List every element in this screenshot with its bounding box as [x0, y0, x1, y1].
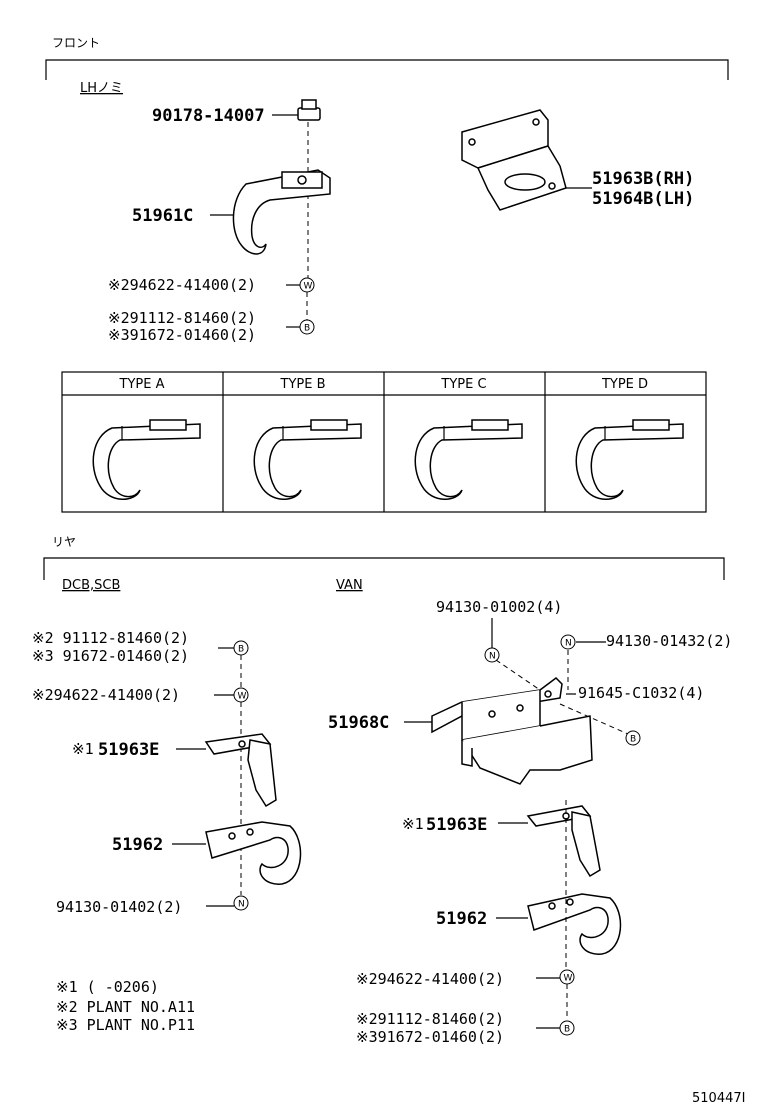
- front-bracket-lh-label[interactable]: 51964B(LH): [592, 189, 694, 209]
- van-nut2-label[interactable]: 94130-01432(2): [606, 632, 732, 650]
- van-bracket-main-label[interactable]: 51968C: [328, 713, 389, 733]
- van-bolt-label[interactable]: 91645-C1032(4): [578, 684, 704, 702]
- dcb-bolt-line2[interactable]: ※3 91672-01460(2): [32, 647, 189, 665]
- front-bolt1-line1[interactable]: ※291112-81460(2): [108, 309, 256, 327]
- dcb-washer-sym: W: [238, 692, 247, 702]
- dcb-bracket-icon: [204, 733, 277, 808]
- van-bolt-line1[interactable]: ※291112-81460(2): [356, 1010, 504, 1028]
- dcb-nut-sym: N: [238, 900, 245, 910]
- dcb-washer-label[interactable]: ※294622-41400(2): [32, 686, 180, 704]
- bolt-symbol-icon: [299, 319, 315, 335]
- type-c-header: TYPE C: [440, 377, 486, 392]
- type-a-header: TYPE A: [119, 377, 165, 392]
- van-bolt-symbol-icon: [625, 730, 641, 746]
- van-nut1-symbol-icon: [484, 647, 500, 663]
- van-hook-icon: [527, 893, 622, 955]
- section-front-bracket: [45, 59, 729, 80]
- figure-id: 510447I: [692, 1091, 745, 1106]
- van-bracket-icon: [526, 805, 601, 878]
- dcb-nut-symbol-icon: [233, 895, 249, 911]
- front-bolt1-line2[interactable]: ※391672-01460(2): [108, 326, 256, 344]
- dcb-bolt-line1[interactable]: ※2 91112-81460(2): [32, 629, 189, 647]
- van-main-bracket-icon: [431, 677, 593, 785]
- front-bolt-icon: [297, 99, 321, 121]
- front-bolt-sym: B: [304, 324, 310, 334]
- van-nut1-sym: N: [489, 652, 496, 662]
- dcb-hook-label[interactable]: 51962: [112, 835, 163, 855]
- section-rear-label: リヤ: [52, 535, 76, 549]
- dcb-bracket-prefix: ※1: [72, 740, 94, 758]
- van-washer-sym: W: [564, 974, 573, 984]
- note-3: ※3 PLANT NO.P11: [56, 1016, 195, 1034]
- van-bracket-prefix: ※1: [402, 815, 424, 833]
- type-d-hook-icon: [575, 419, 684, 500]
- van-washer-label[interactable]: ※294622-41400(2): [356, 970, 504, 988]
- front-washer-label[interactable]: ※294622-41400(2): [108, 276, 256, 294]
- van-dash-1: [495, 659, 541, 691]
- type-c-hook-icon: [414, 419, 523, 500]
- front-bolt-part-label[interactable]: 90178-14007: [152, 106, 265, 126]
- type-a-hook-icon: [92, 419, 201, 500]
- dcb-hook-icon: [205, 821, 302, 885]
- van-bracket-label[interactable]: 51963E: [426, 815, 487, 835]
- dcb-bracket-label[interactable]: 51963E: [98, 740, 159, 760]
- front-hook-part-label[interactable]: 51961C: [132, 206, 193, 226]
- type-b-header: TYPE B: [280, 377, 326, 392]
- van-bolt2-symbol-icon: [559, 1020, 575, 1036]
- van-bolt2-sym: B: [564, 1025, 570, 1035]
- front-bracket-rh-label[interactable]: 51963B(RH): [592, 169, 694, 189]
- front-bracket-icon: [461, 109, 567, 211]
- front-tow-hook-icon: [232, 169, 331, 255]
- van-nut2-sym: N: [565, 639, 572, 649]
- type-d-header: TYPE D: [601, 377, 648, 392]
- van-group-label: VAN: [336, 578, 363, 593]
- dcb-group-label: DCB,SCB: [62, 578, 120, 593]
- note-2: ※2 PLANT NO.A11: [56, 998, 195, 1016]
- front-washer-sym: W: [304, 282, 313, 292]
- note-1: ※1 ( -0206): [56, 978, 159, 996]
- van-bolt-sym: B: [630, 735, 636, 745]
- van-hook-label[interactable]: 51962: [436, 909, 487, 929]
- van-nut2-symbol-icon: [560, 634, 576, 650]
- van-dash-3: [559, 703, 629, 735]
- dcb-nut-label[interactable]: 94130-01402(2): [56, 898, 182, 916]
- type-table: [61, 371, 707, 513]
- dcb-bolt-sym: B: [238, 645, 244, 655]
- section-front-label: フロント: [52, 36, 100, 50]
- type-b-hook-icon: [253, 419, 362, 500]
- van-nut1-label[interactable]: 94130-01002(4): [436, 598, 562, 616]
- van-bolt-line2[interactable]: ※391672-01460(2): [356, 1028, 504, 1046]
- front-group-label: LHノミ: [80, 81, 123, 96]
- section-rear-bracket: [43, 557, 725, 580]
